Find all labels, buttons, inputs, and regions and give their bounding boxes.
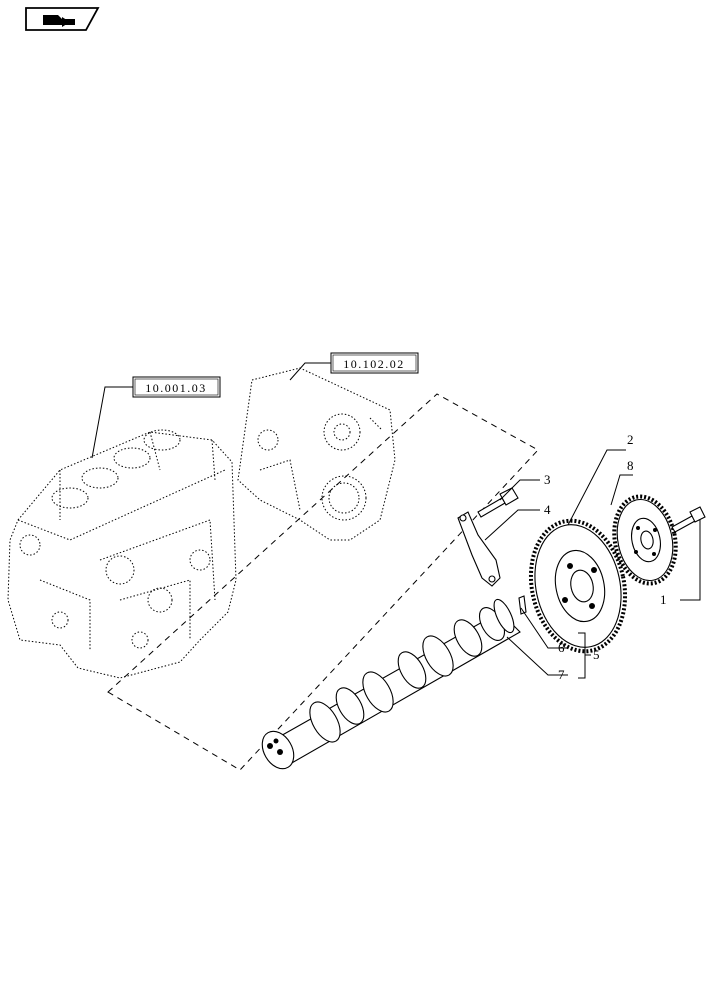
pump-gear-illustration [612, 494, 678, 586]
callout-leaders [484, 449, 701, 679]
callout-1[interactable]: 1 [660, 592, 667, 607]
bolt-3-illustration [477, 487, 519, 518]
callout-5[interactable]: 5 [593, 647, 600, 662]
camshaft-illustration [261, 598, 521, 770]
callout-7[interactable]: 7 [558, 667, 565, 682]
nav-badge[interactable] [25, 7, 100, 31]
leader-engine-block [91, 386, 133, 459]
reference-box-engine-block[interactable]: 10.001.03 [132, 376, 221, 398]
callout-4[interactable]: 4 [544, 502, 551, 517]
callout-3[interactable]: 3 [544, 472, 551, 487]
bolt-1-illustration [671, 506, 706, 533]
callout-6[interactable]: 6 [558, 640, 565, 655]
reference-box-timing-cover[interactable]: 10.102.02 [330, 352, 419, 374]
camshaft-gear-illustration [528, 518, 628, 654]
assembly-boundary-line [107, 393, 539, 771]
reference-label-engine-block: 10.001.03 [145, 381, 207, 395]
book-arrow-icon [43, 15, 75, 27]
camshaft-key-illustration [518, 595, 527, 615]
engine-block-illustration [7, 429, 237, 679]
callout-8[interactable]: 8 [627, 458, 634, 473]
leader-timing-cover [289, 362, 331, 381]
thrust-plate-illustration [457, 511, 501, 587]
reference-label-timing-cover: 10.102.02 [343, 357, 405, 371]
timing-cover-illustration [237, 367, 396, 541]
callout-2[interactable]: 2 [627, 432, 634, 447]
